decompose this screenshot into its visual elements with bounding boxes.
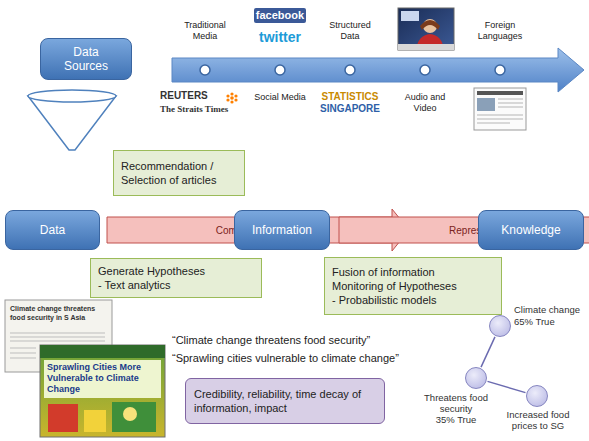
illustration-part <box>48 404 78 432</box>
arrow-outline <box>339 209 589 251</box>
illustration-part <box>345 65 355 75</box>
illustration-part <box>230 92 233 95</box>
example-hypothesis: “Climate change threatens food security” <box>172 333 472 347</box>
illustration-part <box>226 94 229 97</box>
illustration-part <box>498 103 523 104</box>
box-text: Data <box>40 223 65 237</box>
illustration-part <box>477 115 523 116</box>
illustration-part <box>230 100 233 103</box>
example-hypothesis: “Sprawling cities vulnerable to climate … <box>172 351 472 365</box>
headline-text: Sprawling Cities More Vulnerable to Clim… <box>47 362 159 395</box>
stage-box: Knowledge <box>478 210 584 250</box>
logo-text: twitter <box>250 29 310 46</box>
illustration-part <box>498 99 523 100</box>
note-box: Fusion of informationMonitoring of Hypot… <box>324 257 502 315</box>
illustration-part <box>477 123 510 124</box>
box-text: Fusion of information <box>332 265 494 279</box>
box-text: Credibility, reliability, time decay of … <box>194 387 376 415</box>
note-box: Recommendation / Selection of articles <box>113 150 245 196</box>
tv-news-image <box>398 8 454 50</box>
timeline-dots <box>200 65 505 75</box>
box-text: Recommendation / Selection of articles <box>121 159 237 187</box>
illustration-part <box>398 8 454 50</box>
illustration-part <box>44 360 161 398</box>
node-label: Threatens food security <box>420 392 492 414</box>
box-text: Monitoring of Hypotheses <box>332 279 494 293</box>
illustration-part <box>275 65 285 75</box>
node-label: 65% True <box>514 316 584 327</box>
illustration-part <box>10 353 36 354</box>
illustration-part <box>28 90 116 102</box>
box-text: Information <box>252 223 312 237</box>
dependency-line <box>481 337 495 367</box>
factor-box: Credibility, reliability, time decay of … <box>185 378 385 424</box>
source-type-label: Traditional Media <box>177 20 233 42</box>
illustration-part <box>477 98 495 111</box>
box-text: Data Sources <box>56 45 116 73</box>
news-clipping <box>40 345 165 437</box>
source-type-label: Social Media <box>252 92 308 103</box>
logo-text: facebook <box>254 8 306 23</box>
belief-node: Threatens food security35% True <box>465 367 487 389</box>
illustration-part <box>10 333 105 334</box>
logo-text: STATISTICS <box>314 91 386 103</box>
node-label: Climate change <box>514 304 584 315</box>
illustration-part <box>474 88 526 130</box>
logo-text: SINGAPORE <box>314 103 386 115</box>
logo-text: The Straits Times <box>160 104 248 115</box>
illustration-part <box>10 348 36 349</box>
illustration-part <box>28 96 116 150</box>
note-box: Generate Hypotheses- Text analytics <box>90 258 262 298</box>
illustration-part <box>477 91 523 95</box>
illustration-part <box>200 65 210 75</box>
headline-text: Climate change threatens food security i… <box>10 304 106 322</box>
stage-box: Information <box>234 210 330 250</box>
illustration-part <box>226 98 229 101</box>
node-label: 35% True <box>420 414 492 425</box>
box-text: - Text analytics <box>98 278 254 292</box>
newspaper-image <box>474 88 526 130</box>
source-type-label: Audio and Video <box>397 92 453 114</box>
illustration-part <box>477 119 523 120</box>
reuters-logo-dots <box>226 92 237 103</box>
illustration-part <box>230 96 234 100</box>
illustration-part <box>10 341 105 342</box>
box-text: Knowledge <box>501 223 560 237</box>
illustration-part <box>84 410 106 432</box>
source-type-label: Foreign Languages <box>466 20 534 42</box>
box-text: Generate Hypotheses <box>98 264 254 278</box>
illustration-part <box>401 11 419 21</box>
illustration-part <box>10 358 36 359</box>
illustration-part <box>40 345 165 358</box>
node-label: Increased food prices to SG <box>503 409 573 431</box>
illustration-part <box>123 407 137 421</box>
illustration-part <box>420 65 430 75</box>
illustration-part <box>495 65 505 75</box>
source-type-label: Structured Data <box>322 20 378 42</box>
illustration-part <box>234 94 237 97</box>
source-box: Data Sources <box>40 38 132 80</box>
funnel <box>28 90 116 150</box>
illustration-part <box>420 20 440 30</box>
belief-node: Increased food prices to SG <box>526 385 548 407</box>
stage-box: Data <box>5 210 100 250</box>
belief-node: Climate change65% True <box>489 315 511 337</box>
timeline-arrow <box>172 48 584 92</box>
logo-text: REUTERS <box>160 90 224 102</box>
illustration-part <box>112 402 156 432</box>
illustration-part <box>498 107 523 108</box>
illustration-part <box>10 337 105 338</box>
illustration-part <box>40 345 165 437</box>
illustration-part <box>398 44 454 50</box>
illustration-part <box>234 98 237 101</box>
dependency-line <box>488 381 526 392</box>
illustration-part <box>477 99 523 123</box>
box-text: - Probabilistic models <box>332 293 494 307</box>
